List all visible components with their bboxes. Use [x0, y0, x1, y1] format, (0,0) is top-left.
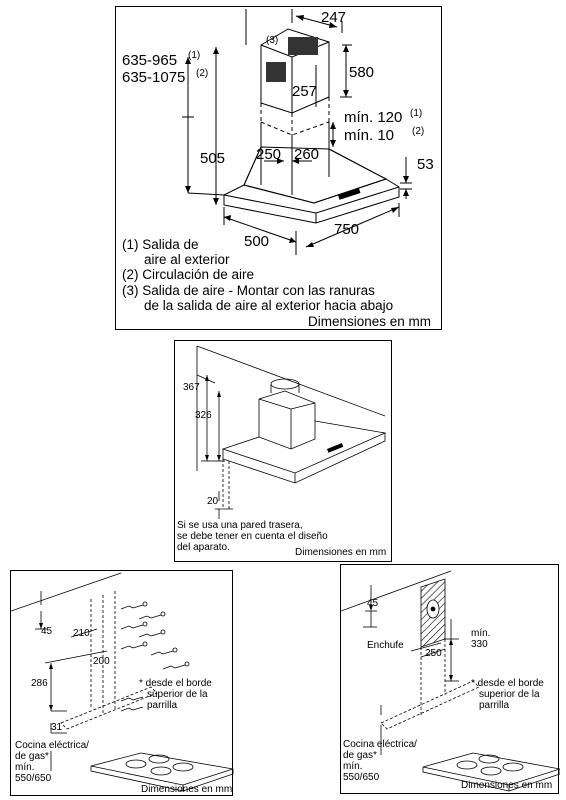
dim-505: 505: [200, 150, 226, 167]
ref-1: (1): [188, 50, 201, 61]
dim-height-range-1: 635-965: [122, 52, 178, 69]
dim-286: 286: [31, 678, 48, 689]
cooktop-label-1: Cocina eléctrica/: [15, 740, 89, 751]
note-line-1: * desde el borde: [139, 678, 212, 689]
dim-45: 45: [367, 598, 379, 609]
dim-367: 367: [183, 382, 200, 393]
ref-min-10: (2): [412, 126, 425, 137]
dim-200: 200: [93, 656, 110, 667]
note-line-2: superior de la: [479, 689, 540, 700]
hood-dimension-drawing: [182, 9, 412, 255]
units-label: Dimensiones en mm: [295, 547, 387, 558]
note-line-1: Si se usa una pared trasera,: [177, 520, 303, 531]
note-line-3: del aparato.: [177, 542, 230, 553]
dim-250: 250: [425, 648, 442, 659]
cooktop-label-2: de gas*: [15, 751, 49, 762]
note-line-2: superior de la: [147, 689, 208, 700]
dim-247: 247: [321, 9, 347, 26]
units-label: Dimensiones en mm: [461, 780, 553, 791]
units-label: Dimensiones en mm: [308, 314, 432, 329]
dim-31: 31: [51, 722, 63, 733]
mounting-drawing-left: [11, 572, 234, 792]
dim-750: 750: [334, 221, 360, 238]
ref-3: (3): [266, 35, 279, 46]
dim-min-120: mín. 120: [344, 109, 403, 126]
cooktop-label-4: 550/650: [15, 773, 52, 784]
note-line-2: se debe tener en cuenta el diseño: [177, 531, 328, 542]
dim-min: mín.: [471, 628, 491, 639]
dim-min-10: mín. 10: [344, 127, 395, 144]
dim-260: 260: [294, 146, 320, 163]
mounting-drawing-right: [341, 570, 560, 792]
main-dimensions-panel: 247 (3) 635-965 (1) 635-1075 (2) 580 257…: [115, 6, 442, 330]
rear-wall-panel: 367 326 20 Si se usa una pared trasera, …: [174, 340, 392, 562]
dim-500: 500: [244, 233, 270, 250]
legend-item-2: (2) Circulación de aire: [122, 267, 255, 282]
dim-20: 20: [207, 496, 219, 507]
dim-250: 250: [256, 146, 282, 163]
cooktop-label-2: de gas*: [343, 750, 377, 761]
units-label: Dimensiones en mm: [141, 784, 233, 795]
ref-min-120: (1): [410, 108, 423, 119]
dim-height-range-2: 635-1075: [122, 69, 186, 86]
mounting-panel-right: 45 Enchufe mín. 330 250 * desde el borde…: [340, 564, 560, 794]
rear-wall-drawing: [196, 345, 387, 519]
cooktop-label-1: Cocina eléctrica/: [343, 739, 417, 750]
dim-53: 53: [417, 156, 434, 173]
socket-label: Enchufe: [367, 640, 404, 651]
dim-330: 330: [471, 639, 488, 650]
note-line-3: parrilla: [147, 700, 178, 711]
legend-item-3a: (3) Salida de aire - Montar con las ranu…: [122, 283, 375, 298]
cooktop-label-4: 550/650: [343, 772, 380, 783]
legend-item-1a: (1) Salida de: [122, 237, 199, 252]
note-line-1: * desde el borde: [471, 678, 544, 689]
mounting-panel-left: 45 210 200 286 31 * desde el borde super…: [10, 570, 234, 796]
dim-210: 210: [73, 628, 90, 639]
dim-257: 257: [292, 83, 318, 100]
dim-326: 326: [195, 410, 212, 421]
cooktop-label-3: mín.: [15, 762, 35, 773]
cooktop-label-3: mín.: [343, 761, 363, 772]
legend-item-3b: de la salida de aire al exterior hacia a…: [144, 298, 394, 313]
ref-2: (2): [196, 68, 209, 79]
dim-45: 45: [41, 626, 53, 637]
dim-580: 580: [349, 64, 375, 81]
note-line-3: parrilla: [479, 700, 510, 711]
legend-item-1b: aire al exterior: [144, 252, 230, 267]
